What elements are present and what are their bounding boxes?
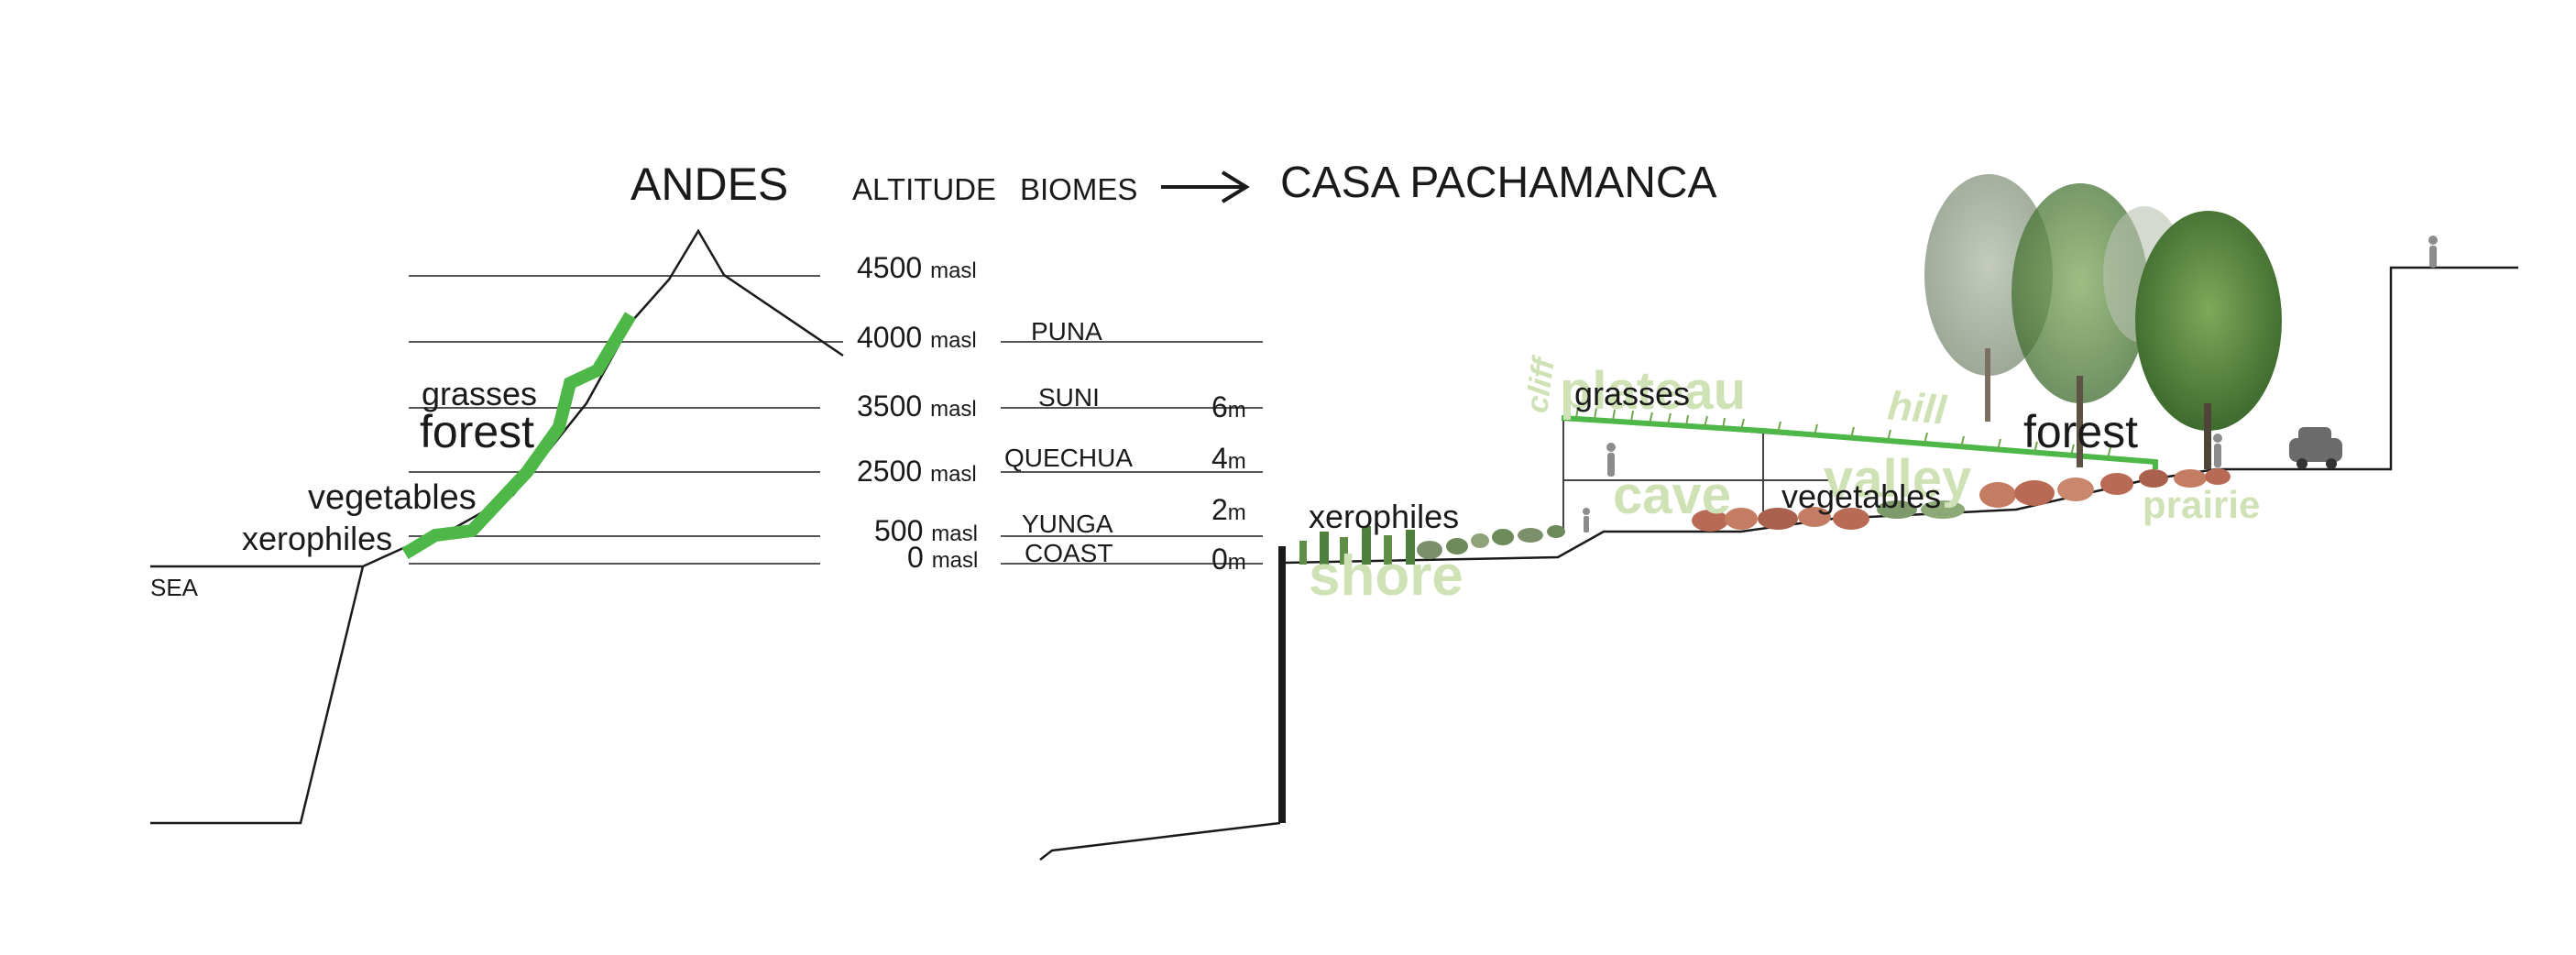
- andes-cliff-profile: [150, 565, 365, 825]
- biomes-header: BIOMES: [1020, 172, 1138, 206]
- altitude-unit: masl: [930, 328, 977, 353]
- zone-prairie: prairie: [2143, 483, 2261, 526]
- person-silhouettes: [1583, 236, 2438, 532]
- casa-label-grasses: grasses: [1574, 375, 1691, 412]
- andes-label-forest: forest: [420, 406, 535, 457]
- altitude-value: 4000: [857, 321, 923, 354]
- casa-label-vegetables: vegetables: [1781, 478, 1942, 515]
- altitude-lines: [409, 275, 843, 565]
- andes-title: ANDES: [630, 159, 789, 210]
- altitude-unit: masl: [930, 462, 977, 487]
- zone-plateau: plateau: [1560, 361, 1747, 421]
- biome-quechua: QUECHUA: [1004, 444, 1134, 472]
- altitude-unit: masl: [931, 548, 979, 573]
- andes-label-xerophiles: xerophiles: [242, 520, 393, 557]
- car-icon: [2289, 427, 2342, 469]
- grass-texture: [1575, 406, 2111, 459]
- zone-hill: hill: [1886, 383, 1948, 434]
- casa-label-xerophiles: xerophiles: [1309, 498, 1460, 535]
- altitude-row: 3500 masl: [857, 391, 977, 421]
- andes-label-vegetables: vegetables: [308, 478, 477, 517]
- zone-shore: shore: [1309, 544, 1463, 608]
- meter-row: 2m: [1211, 495, 1246, 524]
- altitude-row: 500 masl: [874, 516, 978, 545]
- retaining-wall: [1278, 546, 1286, 823]
- biome-puna: PUNA: [1031, 317, 1102, 346]
- biome-lines: [1001, 341, 1263, 565]
- meter-unit: m: [1227, 398, 1246, 423]
- forest-trees: [1924, 174, 2282, 469]
- terrain-profile: [1285, 266, 2518, 565]
- ground-line-bottom: [1039, 821, 1281, 861]
- altitude-unit: masl: [930, 397, 977, 422]
- meter-row: 0m: [1211, 544, 1246, 574]
- casa-label-forest: forest: [2023, 406, 2139, 457]
- meter-row: 6m: [1211, 392, 1246, 422]
- right-arrow-icon: [1161, 170, 1250, 203]
- altitude-value: 2500: [857, 455, 923, 488]
- meter-row: 4m: [1211, 444, 1246, 473]
- xerophile-plants: [1299, 525, 1565, 565]
- altitude-value: 0: [907, 541, 924, 574]
- meter-unit: m: [1227, 550, 1246, 575]
- andes-mountain-profile: [150, 228, 844, 568]
- altitude-row: 2500 masl: [857, 456, 977, 486]
- sea-label: SEA: [150, 574, 199, 601]
- zone-cliff: cliff: [1519, 356, 1562, 416]
- biome-suni: SUNI: [1038, 383, 1100, 412]
- meter-value: 4: [1211, 442, 1228, 475]
- altitude-row: 0 masl: [907, 543, 978, 572]
- zone-valley: valley: [1824, 449, 1972, 509]
- altitude-unit: masl: [931, 521, 978, 546]
- vegetation-line-andes: [401, 312, 637, 559]
- casa-pachamanca-title: CASA PACHAMANCA: [1280, 159, 1717, 207]
- altitude-row: 4500 masl: [857, 253, 977, 282]
- zone-cave: cave: [1613, 466, 1732, 525]
- meter-unit: m: [1227, 449, 1246, 474]
- altitude-unit: masl: [930, 258, 977, 283]
- altitude-row: 4000 masl: [857, 323, 977, 352]
- altitude-value: 3500: [857, 390, 923, 423]
- vegetable-shrubs: [1692, 468, 2231, 532]
- meter-value: 6: [1211, 390, 1228, 423]
- altitude-value: 500: [874, 514, 924, 547]
- altitude-header: ALTITUDE: [852, 172, 997, 206]
- meter-value: 2: [1211, 493, 1228, 526]
- biome-yunga: YUNGA: [1022, 510, 1113, 538]
- andes-label-grasses: grasses: [422, 375, 538, 412]
- green-roof: [1561, 415, 2158, 469]
- meter-value: 0: [1211, 543, 1228, 576]
- biome-coast: COAST: [1025, 539, 1113, 567]
- altitude-value: 4500: [857, 251, 923, 284]
- meter-unit: m: [1227, 500, 1246, 525]
